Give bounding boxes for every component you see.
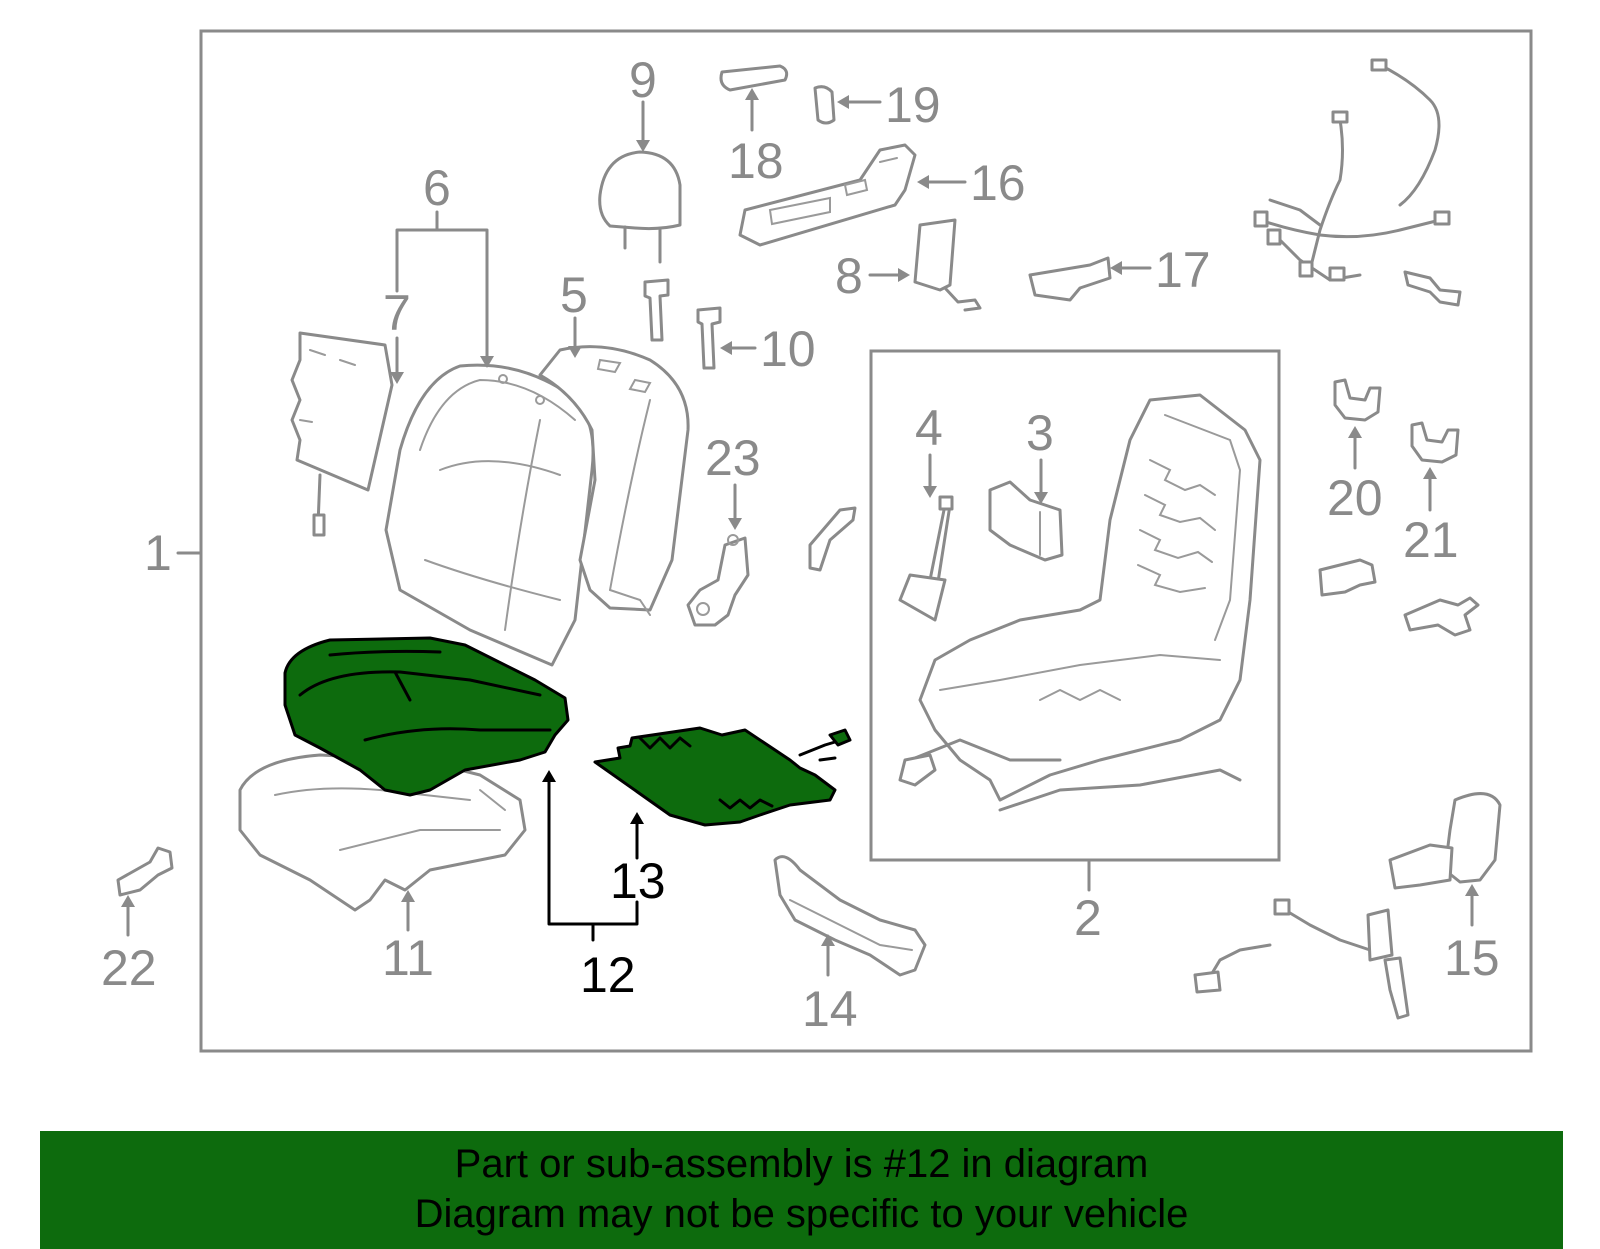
part-4-lever — [898, 495, 954, 622]
seat-frame-box — [869, 349, 1281, 862]
callout-15[interactable]: 15 — [1444, 930, 1500, 986]
part-21-bracket — [1410, 421, 1460, 464]
callout-8[interactable]: 8 — [835, 248, 863, 304]
callout-11[interactable]: 11 — [382, 930, 434, 986]
callout-labels: 1 2 3 4 5 6 7 8 9 10 11 12 13 14 15 16 1… — [101, 52, 1500, 1037]
callout-23[interactable]: 23 — [705, 430, 761, 486]
part-22-clip — [116, 846, 174, 897]
part-12-cushion-cover-highlighted — [283, 636, 570, 797]
banner-line-part-number: Part or sub-assembly is #12 in diagram — [454, 1142, 1149, 1186]
callout-5[interactable]: 5 — [560, 267, 588, 323]
part-14-trim — [773, 855, 927, 977]
callout-17[interactable]: 17 — [1155, 242, 1211, 298]
callout-21[interactable]: 21 — [1403, 512, 1459, 568]
part-18-knob — [719, 64, 789, 92]
part-cover-right-b — [1403, 596, 1480, 637]
callout-18[interactable]: 18 — [728, 133, 784, 189]
callout-16[interactable]: 16 — [970, 155, 1026, 211]
part-5-seatback-pad — [538, 345, 690, 616]
part-bracket-left — [808, 506, 857, 572]
callout-3[interactable]: 3 — [1026, 405, 1054, 461]
callout-6[interactable]: 6 — [423, 160, 451, 216]
part-13-heater-mat-highlighted — [593, 726, 852, 827]
part-9-headrest — [598, 150, 682, 264]
callout-14[interactable]: 14 — [802, 981, 858, 1037]
part-6-seatback-cover — [384, 363, 595, 667]
callout-22[interactable]: 22 — [101, 940, 157, 996]
assembly-frame — [199, 29, 1533, 1053]
callout-13[interactable]: 13 — [610, 853, 666, 909]
callout-9[interactable]: 9 — [629, 52, 657, 108]
buckle-cable — [1193, 898, 1410, 1020]
part-17-cover — [1028, 256, 1112, 302]
callout-19[interactable]: 19 — [885, 77, 941, 133]
leader-lines-highlighted — [542, 770, 644, 942]
wire-harness — [1253, 58, 1462, 307]
callout-7[interactable]: 7 — [383, 285, 411, 341]
part-cover-right-a — [1318, 558, 1377, 597]
leader-lines — [121, 88, 1479, 977]
part-7-back-board — [290, 331, 394, 537]
part-3-bracket — [988, 480, 1064, 562]
part-19-clip — [813, 85, 836, 125]
callout-10[interactable]: 10 — [760, 321, 816, 377]
part-2-seat-frame — [898, 393, 1262, 812]
part-15-buckle — [1388, 792, 1502, 890]
part-23-motor — [686, 534, 750, 627]
callout-12[interactable]: 12 — [580, 947, 636, 1003]
part-16-side-shield — [738, 143, 917, 247]
part-20-bracket — [1333, 378, 1382, 422]
banner-line-disclaimer: Diagram may not be specific to your vehi… — [414, 1192, 1189, 1236]
callout-2[interactable]: 2 — [1074, 890, 1102, 946]
part-10-headrest-guide — [643, 278, 722, 370]
callout-20[interactable]: 20 — [1327, 470, 1383, 526]
callout-4[interactable]: 4 — [915, 400, 943, 456]
info-banner: Part or sub-assembly is #12 in diagram D… — [40, 1131, 1563, 1249]
callout-1[interactable]: 1 — [144, 525, 172, 581]
part-8-bracket — [913, 218, 982, 312]
